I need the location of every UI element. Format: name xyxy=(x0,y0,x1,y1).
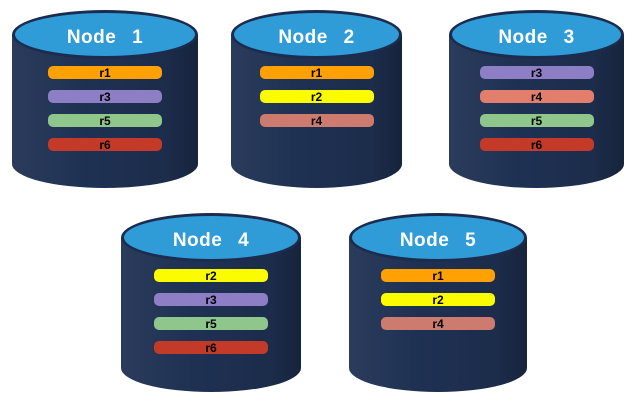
node-5-cylinder-body xyxy=(349,238,527,392)
replica-bar-r1: r1 xyxy=(259,66,374,79)
node-5: Node 5 r1 r2 r4 xyxy=(349,211,527,392)
node-2: Node 2 r1 r2 r4 xyxy=(231,8,402,188)
replica-bar-r4: r4 xyxy=(259,114,374,127)
replica-bar-r5: r5 xyxy=(48,114,162,127)
node-1: Node 1 r1 r3 r5 r6 xyxy=(12,8,198,188)
replica-bar-r4: r4 xyxy=(381,317,495,330)
replica-bar-r2: r2 xyxy=(154,269,268,282)
replica-bar-r6: r6 xyxy=(479,138,594,151)
replica-bar-r6: r6 xyxy=(48,138,162,151)
node-2-cylinder-top xyxy=(231,10,402,59)
replica-bar-r2: r2 xyxy=(259,90,374,103)
replica-bar-r6: r6 xyxy=(154,341,268,354)
replica-bar-r3: r3 xyxy=(48,90,162,103)
replica-bar-r3: r3 xyxy=(479,66,594,79)
node-2-replica-list: r1 r2 r4 xyxy=(231,66,402,127)
node-1-title: Node 1 xyxy=(66,27,144,48)
node-1-cylinder-top xyxy=(12,10,198,59)
replica-bar-r1: r1 xyxy=(381,269,495,282)
node-3-replica-list: r3 r4 r5 r6 xyxy=(449,66,624,151)
node-1-cylinder-body xyxy=(12,35,198,188)
node-4-cylinder-body xyxy=(121,238,301,392)
node-4-replica-list: r2 r3 r5 r6 xyxy=(121,269,301,354)
node-5-title: Node 5 xyxy=(399,230,477,251)
node-5-cylinder-top xyxy=(349,213,527,262)
node-3: Node 3 r3 r4 r5 r6 xyxy=(449,8,624,188)
node-3-cylinder-top xyxy=(449,10,624,59)
node-4-cylinder-top xyxy=(121,213,301,262)
node-1-replica-list: r1 r3 r5 r6 xyxy=(12,66,198,151)
node-4: Node 4 r2 r3 r5 r6 xyxy=(121,211,301,392)
node-4-title: Node 4 xyxy=(172,230,250,251)
replica-bar-r2: r2 xyxy=(381,293,495,306)
node-5-replica-list: r1 r2 r4 xyxy=(349,269,527,330)
replica-bar-r1: r1 xyxy=(48,66,162,79)
replica-bar-r5: r5 xyxy=(479,114,594,127)
node-3-title: Node 3 xyxy=(498,27,575,48)
replica-bar-r5: r5 xyxy=(154,317,268,330)
replica-bar-r4: r4 xyxy=(479,90,594,103)
replica-bar-r3: r3 xyxy=(154,293,268,306)
node-3-cylinder-body xyxy=(449,35,624,188)
node-2-cylinder-body xyxy=(231,35,402,188)
node-2-title: Node 2 xyxy=(278,27,355,48)
